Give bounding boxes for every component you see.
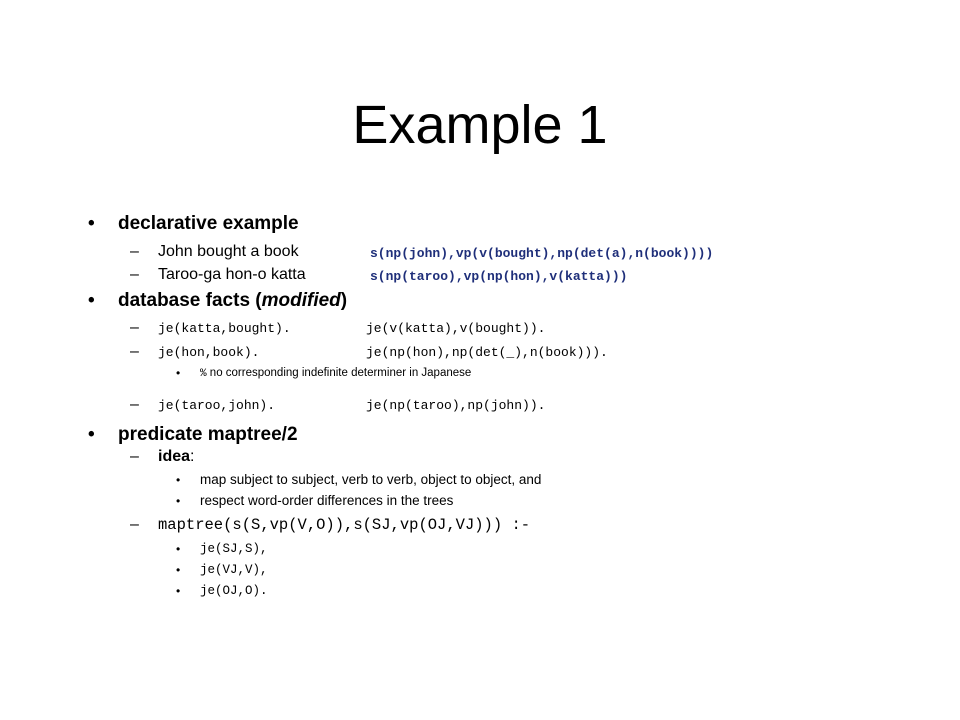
english-parse-tree: s(np(john),vp(v(bought),np(det(a),n(book… — [370, 246, 714, 261]
fact-tree: je(np(taroo),np(john)). — [366, 398, 546, 413]
fact-tree: je(v(katta),v(bought)). — [366, 321, 546, 336]
bullet-icon: • — [176, 473, 181, 487]
heading-database-facts: database facts (modified) — [118, 289, 347, 313]
fact-lexical: je(katta,bought). — [158, 321, 291, 336]
dash-icon: – — [130, 448, 139, 465]
idea-colon: : — [190, 448, 195, 465]
rule-body-3-text: je(OJ,O). — [200, 584, 268, 598]
rule-body-1-text: je(SJ,S), — [200, 542, 268, 556]
bullet-icon: • — [176, 494, 181, 508]
dash-icon: – — [130, 516, 139, 533]
fact-lexical: je(hon,book). — [158, 345, 260, 360]
bullet-icon: • — [176, 366, 181, 380]
japanese-sentence: Taroo-ga hon-o katta — [158, 266, 306, 283]
heading-declarative-example: declarative example — [118, 213, 299, 234]
dash-icon: – — [130, 319, 139, 336]
comment-mark: % — [200, 368, 207, 380]
fact-tree: je(np(hon),np(det(_),n(book))). — [366, 345, 608, 360]
heading-suffix: ) — [340, 290, 348, 311]
slide-title: Example 1 — [352, 95, 608, 155]
bullet-icon: • — [176, 563, 181, 577]
dash-icon: – — [130, 243, 139, 260]
idea-label: idea: — [158, 447, 194, 467]
bullet-icon: • — [176, 584, 181, 598]
rule-head: maptree(s(S,vp(V,O)),s(SJ,vp(OJ,VJ))) :- — [158, 516, 531, 534]
bullet-icon: • — [88, 290, 95, 311]
bullet-icon: • — [176, 542, 181, 556]
rule-body-2-text: je(VJ,V), — [200, 563, 268, 577]
heading-predicate-maptree: predicate maptree/2 — [118, 424, 298, 445]
japanese-parse-tree: s(np(taroo),vp(np(hon),v(katta))) — [370, 269, 628, 284]
idea-point-2-text: respect word-order differences in the tr… — [200, 493, 454, 508]
dash-icon: – — [130, 266, 139, 283]
english-sentence: John bought a book — [158, 243, 299, 260]
bullet-icon: • — [88, 213, 95, 234]
note-body: no corresponding indefinite determiner i… — [206, 367, 472, 379]
heading-prefix: database facts ( — [118, 290, 262, 311]
note-text: % no corresponding indefinite determiner… — [200, 364, 471, 383]
bullet-icon: • — [88, 424, 95, 445]
idea-label-bold: idea — [158, 448, 191, 465]
fact-lexical: je(taroo,john). — [158, 398, 276, 413]
dash-icon: – — [130, 343, 139, 360]
heading-italic: modified — [261, 290, 341, 311]
dash-icon: – — [130, 396, 139, 413]
idea-point-1-text: map subject to subject, verb to verb, ob… — [200, 472, 542, 487]
